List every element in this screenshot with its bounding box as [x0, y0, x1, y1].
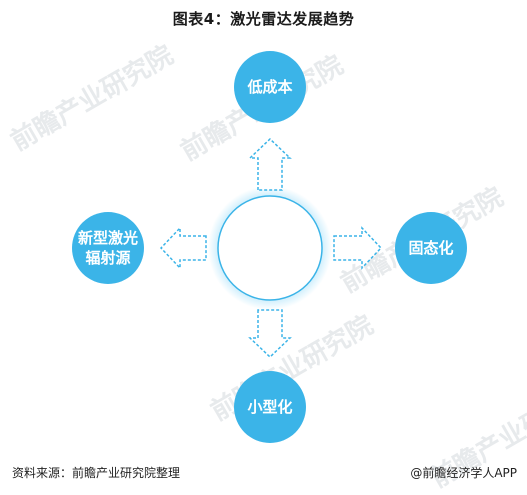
- source-note: 资料来源：前瞻产业研究院整理: [12, 466, 181, 480]
- node-solid-state: 固态化: [395, 212, 467, 284]
- node-miniaturization: 小型化: [234, 371, 306, 443]
- footer: 资料来源：前瞻产业研究院整理 @前瞻经济学人APP: [0, 462, 527, 482]
- node-label: 小型化: [247, 398, 293, 416]
- node-low-cost: 低成本: [234, 51, 306, 123]
- node-label: 低成本: [247, 78, 293, 96]
- node-label: 新型激光 辐射源: [77, 229, 138, 267]
- node-label: 固态化: [408, 239, 454, 257]
- arrow-up: [248, 137, 292, 191]
- center-node: [208, 186, 332, 310]
- arrow-right: [333, 226, 383, 270]
- chart-title: 图表4：激光雷达发展趋势: [172, 10, 355, 28]
- node-new-laser-source: 新型激光 辐射源: [72, 212, 144, 284]
- arrow-down: [248, 309, 292, 359]
- arrow-left: [159, 226, 207, 270]
- brand-credit: @前瞻经济学人APP: [410, 466, 517, 480]
